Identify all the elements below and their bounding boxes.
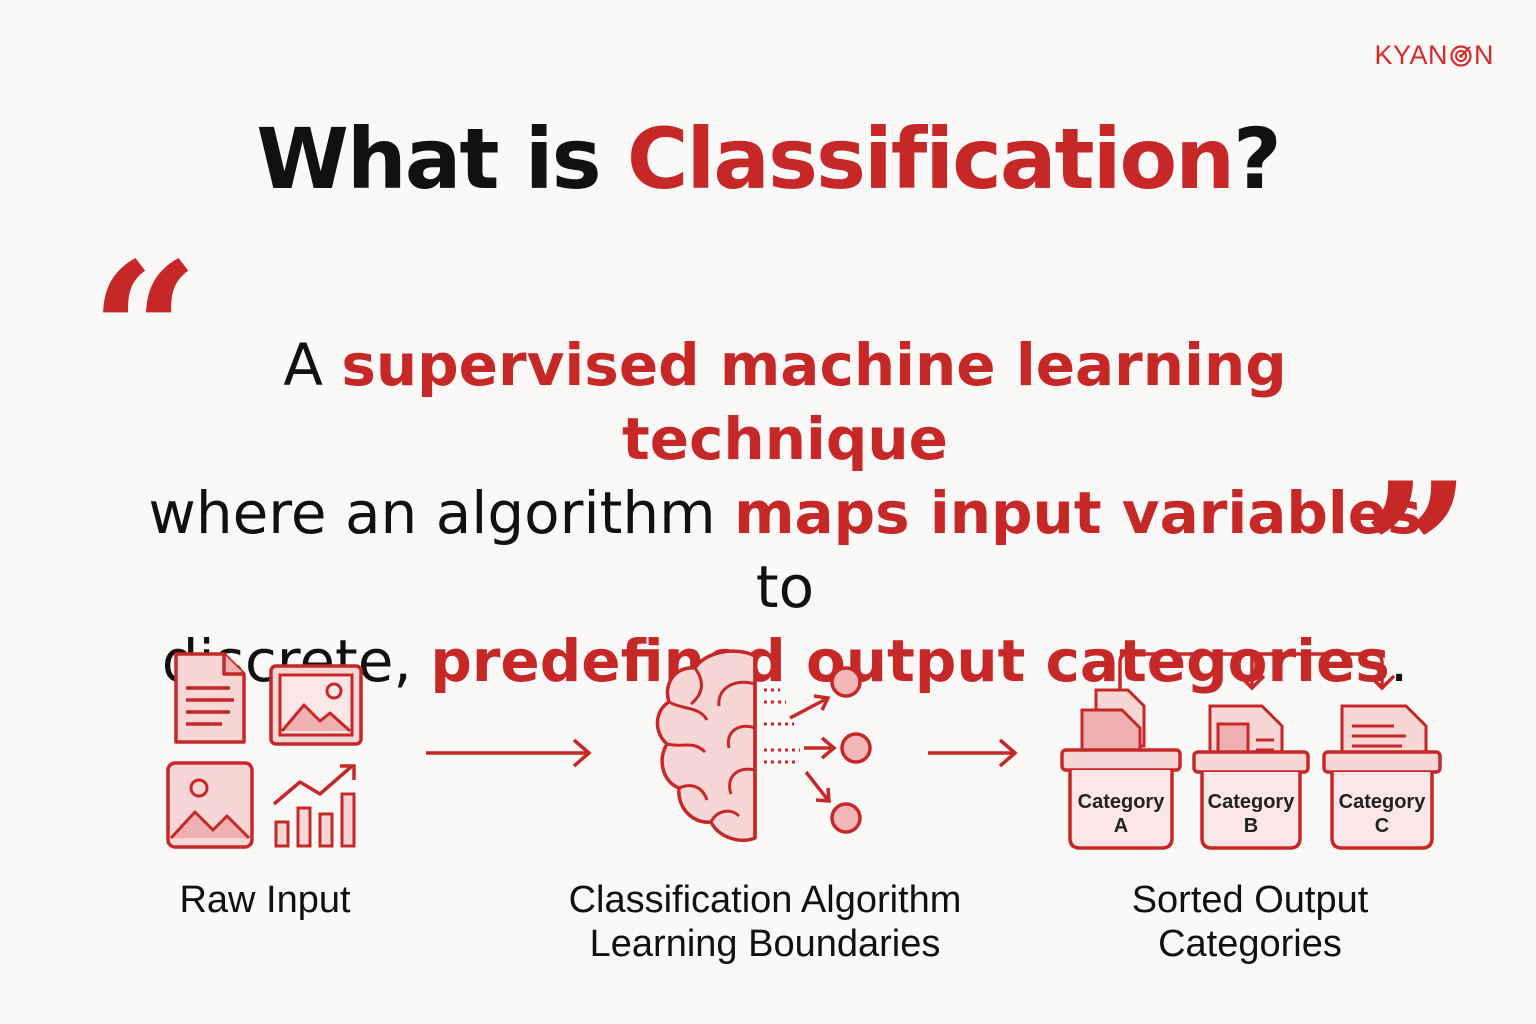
- brand-name-left: KYAN: [1374, 40, 1448, 70]
- category-a-label: Category A: [1065, 790, 1177, 838]
- definition-line-1-plain: A: [283, 331, 342, 399]
- open-quote-icon: “: [90, 221, 200, 444]
- definition-line-2-suffix: to: [755, 553, 815, 621]
- brand-logo: KYAN N: [1374, 40, 1494, 71]
- title-plain: What is: [256, 110, 627, 208]
- photo-icon: [166, 761, 254, 849]
- stage-label-output: Sorted Output Categories: [1100, 878, 1400, 966]
- category-c-line2: C: [1374, 815, 1390, 837]
- stage-label-input: Raw Input: [120, 878, 410, 922]
- definition-line-2-plain: where an algorithm: [148, 479, 735, 547]
- stage-output-line2: Categories: [1158, 923, 1342, 965]
- category-c-label: Category C: [1326, 790, 1438, 838]
- definition-line-2-highlight: maps input variables: [734, 479, 1422, 547]
- title-suffix: ?: [1233, 110, 1282, 208]
- target-icon: [1450, 44, 1472, 67]
- arrow-right-icon: [426, 738, 592, 768]
- category-b-label: Category B: [1195, 790, 1307, 838]
- definition-line-3-suffix: .: [1389, 627, 1409, 695]
- title-accent: Classification: [626, 110, 1235, 208]
- page-title: What is Classification?: [0, 110, 1536, 208]
- definition-line-2: where an algorithm maps input variables …: [140, 476, 1430, 624]
- definition-line-1-highlight: supervised machine learning technique: [341, 331, 1287, 473]
- category-b-line1: Category: [1207, 791, 1295, 813]
- stage-algorithm-line1: Classification Algorithm: [568, 879, 962, 921]
- category-b-line2: B: [1243, 815, 1259, 837]
- close-quote-icon: ”: [1362, 441, 1472, 664]
- stage-label-algorithm: Classification Algorithm Learning Bounda…: [540, 878, 990, 966]
- category-c-line1: Category: [1338, 791, 1426, 813]
- definition-line-3-highlight: predefined output categories: [430, 627, 1390, 695]
- arrow-right-icon: [928, 738, 1018, 768]
- definition-line-3: discrete, predefined output categories.: [140, 624, 1430, 698]
- category-a-line2: A: [1113, 815, 1129, 837]
- brand-name-right: N: [1474, 40, 1494, 70]
- definition-text: A supervised machine learning technique …: [140, 328, 1430, 698]
- stage-input-line1: Raw Input: [179, 879, 351, 921]
- stage-output-line1: Sorted Output: [1131, 879, 1369, 921]
- definition-line-3-plain: discrete,: [161, 627, 431, 695]
- definition-line-1: A supervised machine learning technique: [140, 328, 1430, 476]
- bar-chart-icon: [272, 764, 356, 848]
- category-a-line1: Category: [1077, 791, 1165, 813]
- stage-algorithm-line2: Learning Boundaries: [589, 923, 941, 965]
